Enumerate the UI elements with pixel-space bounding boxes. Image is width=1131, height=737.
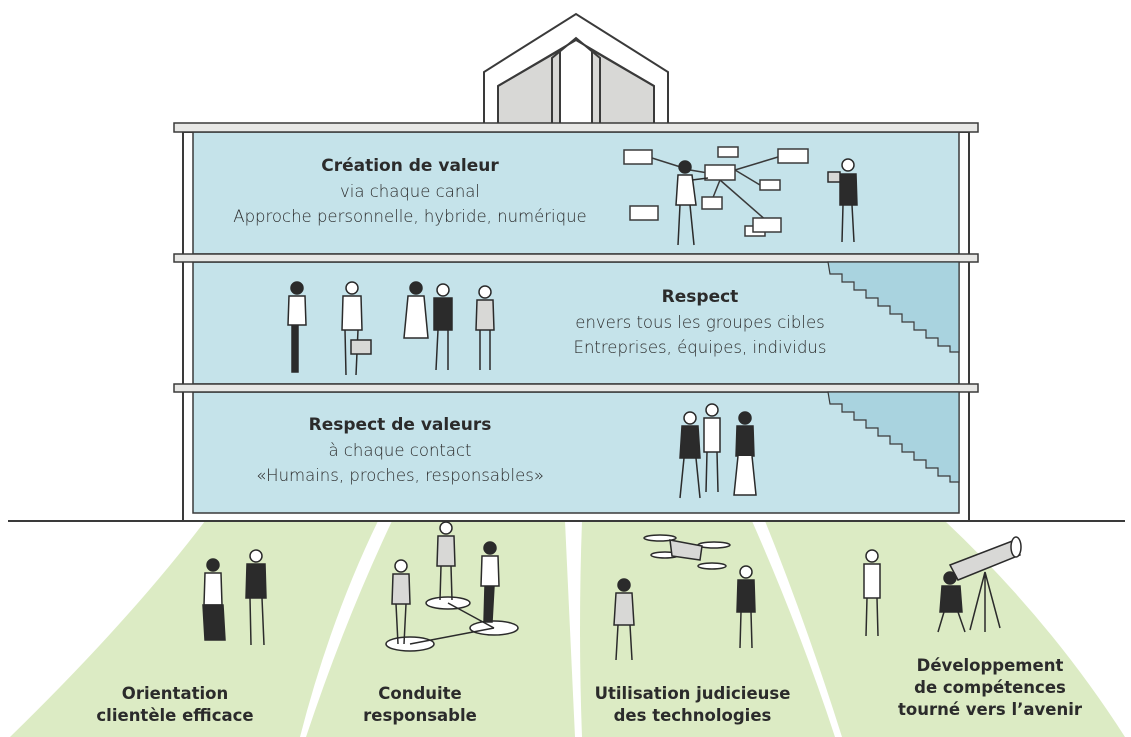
network-boxes-illustration xyxy=(623,146,809,237)
pillars xyxy=(10,521,1125,737)
floor-3-line-2: Approche personnelle, hybride, numérique xyxy=(233,207,587,226)
pillar-1-label: Orientation clientèle efficace xyxy=(70,683,280,727)
person-presenter xyxy=(675,160,709,246)
slabs xyxy=(173,122,979,393)
pillar-4-line-2: de compétences xyxy=(914,678,1066,697)
pillar2-network xyxy=(385,521,519,652)
pillar1-people xyxy=(202,549,267,646)
floor-2-text: Respect envers tous les groupes cibles E… xyxy=(540,285,860,360)
pillar-4-shape xyxy=(765,521,1125,737)
pillar-3-line-1: Utilisation judicieuse xyxy=(594,684,791,703)
pillar-4-line-1: Développement xyxy=(916,656,1064,675)
pillar-1-shape xyxy=(10,521,378,737)
floor-1-heading: Respect de valeurs xyxy=(308,415,492,435)
floor-3-heading: Création de valeur xyxy=(321,156,499,176)
pillar-3-label: Utilisation judicieuse des technologies xyxy=(580,683,805,727)
floor-2-line-1: envers tous les groupes cibles xyxy=(575,313,825,332)
pillar-1-line-2: clientèle efficace xyxy=(96,706,254,725)
pillar-2-shape xyxy=(306,521,575,737)
staircase-lower xyxy=(827,391,960,483)
pillar-3-line-2: des technologies xyxy=(613,706,772,725)
person-with-tablet xyxy=(827,158,858,243)
staircase-upper xyxy=(827,261,960,353)
floor-1-line-1: à chaque contact xyxy=(328,441,472,460)
floor-2-panel xyxy=(192,261,960,385)
people-group-floor1 xyxy=(679,403,757,499)
pillar4-telescope-scene xyxy=(863,536,1022,637)
floor-3-text: Création de valeur via chaque canal Appr… xyxy=(200,154,620,229)
pillar-4-line-3: tourné vers l’avenir xyxy=(898,700,1082,719)
pillar-1-line-1: Orientation xyxy=(121,684,229,703)
floor-1-panel xyxy=(192,391,960,514)
pillar3-drone-scene xyxy=(613,534,756,661)
floor-2-heading: Respect xyxy=(661,287,739,307)
pillar-2-line-2: responsable xyxy=(363,706,477,725)
floor-3-panel xyxy=(192,131,960,255)
floor-2-line-2: Entreprises, équipes, individus xyxy=(573,338,827,357)
floor-1-text: Respect de valeurs à chaque contact «Hum… xyxy=(220,413,580,488)
roof-structure xyxy=(483,12,669,127)
pillar-3-shape xyxy=(580,521,835,737)
people-group-floor2 xyxy=(287,281,495,376)
floor-1-line-2: «Humains, proches, responsables» xyxy=(256,466,544,485)
pillar-4-label: Développement de compétences tourné vers… xyxy=(880,655,1100,721)
pillar-2-line-1: Conduite xyxy=(378,684,462,703)
floor-3-line-1: via chaque canal xyxy=(339,182,480,201)
pillar-2-label: Conduite responsable xyxy=(330,683,510,727)
